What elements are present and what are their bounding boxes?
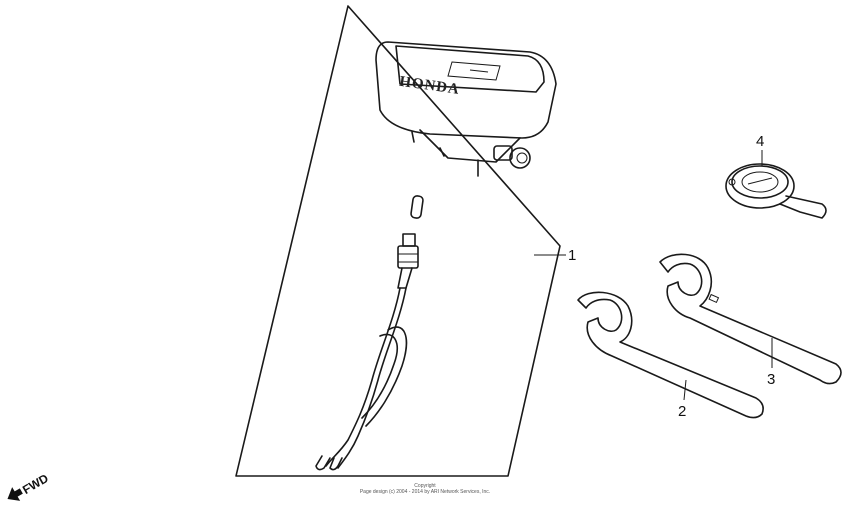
gauge-part <box>725 150 827 219</box>
assembly-panel-outline <box>235 5 561 477</box>
copyright-line-2: Page design (c) 2004 - 2014 by ARI Netwo… <box>359 489 491 495</box>
copyright-line-1: Copyright <box>414 483 436 489</box>
callout-1-label: 1 <box>568 247 576 264</box>
wrench-small <box>577 291 764 419</box>
wrench-large <box>659 253 842 385</box>
callout-3-label: 3 <box>767 371 775 388</box>
brand-logo-text: HONDA <box>398 74 460 98</box>
meter-cable <box>315 287 408 471</box>
cable-pin <box>410 195 424 219</box>
cable-connector <box>397 233 419 289</box>
fwd-arrow-icon <box>7 487 23 501</box>
callout-4-label: 4 <box>756 133 764 150</box>
reset-knob <box>493 145 531 169</box>
callout-2-leader <box>683 379 687 401</box>
callout-2-label: 2 <box>678 403 686 420</box>
